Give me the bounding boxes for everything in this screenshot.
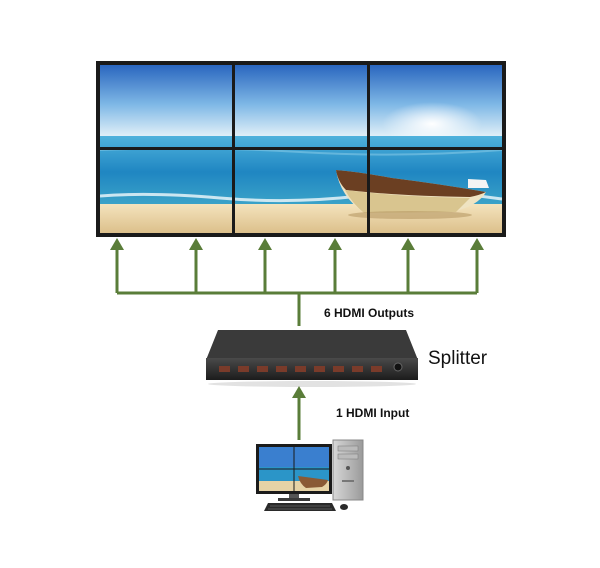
output-arrowheads <box>110 238 484 250</box>
hdmi-port-icon <box>276 366 287 372</box>
hdmi-port-icon <box>352 366 363 372</box>
tower-case-icon <box>332 439 364 501</box>
power-jack-icon <box>393 362 403 372</box>
bezel-horizontal <box>100 147 502 150</box>
video-wall <box>96 61 506 237</box>
splitter-front-face <box>206 358 418 380</box>
arrowhead-2 <box>189 238 203 250</box>
arrowhead-6 <box>470 238 484 250</box>
boat-icon <box>336 170 489 219</box>
hdmi-ports <box>219 366 382 372</box>
arrowhead-1 <box>110 238 124 250</box>
hdmi-port-icon <box>238 366 249 372</box>
arrowhead-5 <box>401 238 415 250</box>
input-label: 1 HDMI Input <box>336 406 410 420</box>
input-arrowhead <box>292 386 306 398</box>
beach-scene <box>100 65 502 233</box>
outputs-label: 6 HDMI Outputs <box>324 306 414 320</box>
hdmi-port-icon <box>219 366 230 372</box>
hdmi-splitter-device <box>206 330 418 387</box>
arrowhead-4 <box>328 238 342 250</box>
output-connectors <box>115 248 479 326</box>
input-connector <box>292 386 306 440</box>
sun-glare <box>382 102 482 146</box>
arrowhead-3 <box>258 238 272 250</box>
hdmi-port-icon <box>295 366 306 372</box>
mouse-icon <box>340 504 348 510</box>
hdmi-port-icon <box>257 366 268 372</box>
hdmi-port-icon <box>371 366 382 372</box>
splitter-top-face <box>206 330 418 360</box>
hdmi-port-icon <box>314 366 325 372</box>
splitter-label: Splitter <box>428 348 488 369</box>
keyboard-icon <box>264 503 336 511</box>
hdmi-port-icon <box>333 366 344 372</box>
desktop-computer <box>256 439 364 511</box>
monitor-icon <box>256 444 332 501</box>
